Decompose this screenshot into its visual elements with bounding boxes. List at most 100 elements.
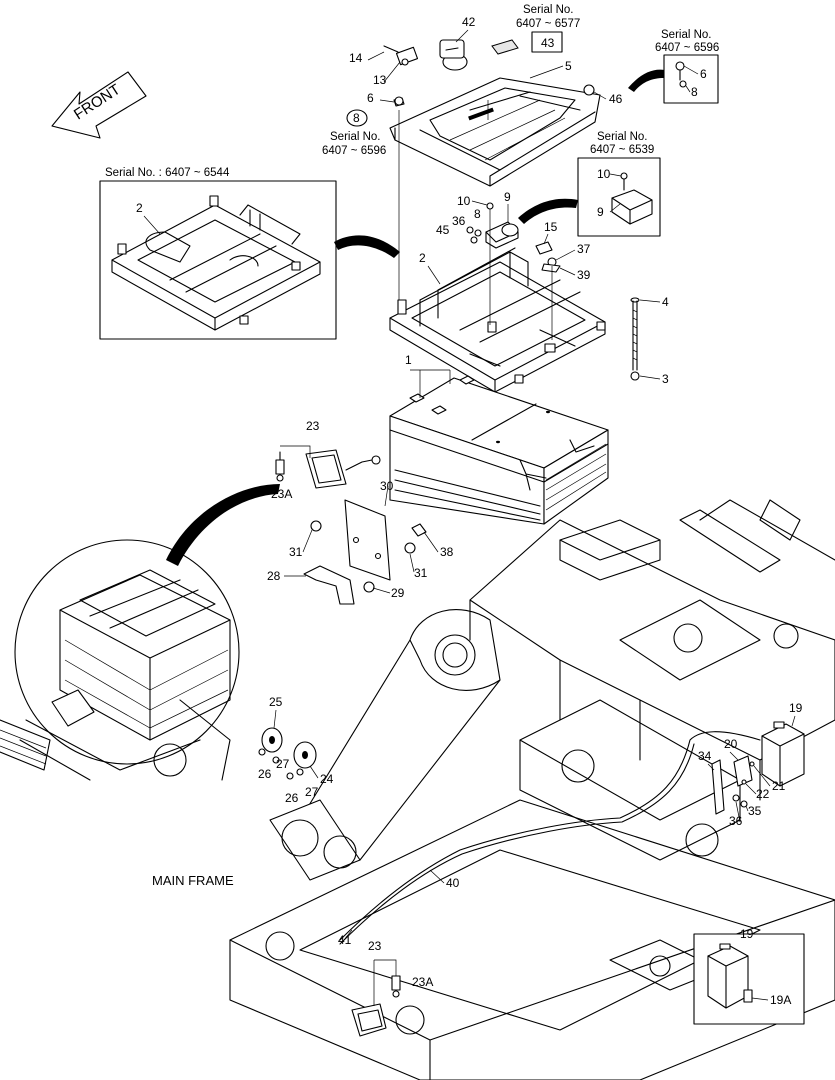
clip-38 [411,523,427,537]
nut-27 [272,756,280,764]
location-detail-circle [14,539,240,781]
leader-line [373,959,397,1006]
callout-26b: 26 [285,791,299,805]
callout-34: 34 [698,749,712,763]
nut-45 [470,236,478,244]
step-plate [0,719,51,771]
callout-9b: 9 [597,205,604,219]
front-direction-arrow: FRONT [51,71,147,139]
switch-13 [383,45,419,66]
battery-cover-5 [389,77,601,187]
callout-10b: 10 [597,167,611,181]
callout-8-oval: 8 [353,111,360,125]
main-frame-label: MAIN FRAME [152,873,234,888]
nut-36 [466,226,474,234]
leader-line [410,369,451,398]
rear-lamp-23 [351,1003,387,1037]
callout-10: 10 [457,194,471,208]
detail-arrow [334,235,400,258]
callout-39: 39 [577,268,591,282]
callout-13: 13 [373,73,387,87]
callout-31b: 31 [414,566,428,580]
callout-40: 40 [446,876,460,890]
serial-6596-top: 6407 ~ 6596 [655,42,719,54]
callout-36: 36 [452,214,466,228]
relay-9 [485,221,519,249]
nut-27 [296,768,304,776]
nut-36 [732,794,740,802]
callout-6: 6 [367,91,374,105]
bolt-10 [486,202,494,210]
detail-arrow [628,69,665,92]
key-switch-42 [439,39,468,71]
bolt-21 [749,761,755,767]
serial-6596-mid: 6407 ~ 6596 [322,145,386,157]
part-8-oval [346,109,368,127]
callout-25: 25 [269,695,283,709]
serial-detail-box-6539 [577,157,661,237]
callout-45: 45 [436,223,450,237]
step-plate-ribs [0,729,47,765]
callout-2b: 2 [136,201,143,215]
callout-23: 23 [306,419,320,433]
nut-3 [630,371,640,381]
tank-inset-19 [693,933,805,1025]
nut-29 [363,581,375,593]
callout-35: 35 [748,804,762,818]
battery-1 [389,375,609,525]
wire-harness-40b [339,743,695,945]
callout-20: 20 [724,737,738,751]
callout-42: 42 [462,15,476,29]
callout-leaders [143,29,796,1001]
serial-6577: 6407 ~ 6577 [516,18,580,30]
pump-20 [733,755,753,787]
battery-tray-2 [389,247,606,393]
horn-24 [293,741,317,769]
callout-4: 4 [662,295,669,309]
bracket-39 [541,263,561,273]
callout-6b: 6 [700,67,707,81]
callout-27: 27 [276,757,290,771]
callout-30: 30 [380,479,394,493]
callout-8c: 8 [474,207,481,221]
cap-46 [583,84,595,96]
callout-1: 1 [405,353,412,367]
callout-26: 26 [258,767,272,781]
callout-14: 14 [349,51,363,65]
callout-43: 43 [541,36,555,50]
callout-5: 5 [565,59,572,73]
horn-25 [261,727,283,753]
callout-23a: 23A [271,487,292,501]
part-43-box [531,31,563,53]
callout-19: 19 [789,701,803,715]
callout-28: 28 [267,569,281,583]
callout-24: 24 [320,772,334,786]
callout-labels: 42 43 14 13 5 6 8 46 6 8 Serial No. 6407… [105,4,803,1007]
bracket-34 [711,759,725,815]
serial-word-6539: Serial No. [597,131,648,143]
detail-arrow [166,484,280,566]
callout-15: 15 [544,220,558,234]
callout-38: 38 [440,545,454,559]
bracket-28 [303,565,355,605]
work-lamp-23 [305,449,381,489]
label-43 [491,39,519,55]
callout-3: 3 [662,372,669,386]
rear-bulb-23a [391,975,401,998]
long-bolt-4 [630,297,640,371]
serial-6544: Serial No. : 6407 ~ 6544 [105,167,230,179]
serial-word-6577: Serial No. [523,4,574,16]
callout-22: 22 [756,787,770,801]
serial-6539: 6407 ~ 6539 [590,144,654,156]
detail-arrow [518,198,578,224]
leader-line [280,445,311,458]
callout-8b: 8 [691,85,698,99]
callout-9: 9 [504,190,511,204]
bulb-23a [275,451,285,482]
serial-word-6596-mid: Serial No. [330,131,381,143]
callout-36b: 36 [729,814,743,828]
callout-2: 2 [419,251,426,265]
bolt-6 [393,96,405,107]
callout-29: 29 [391,586,405,600]
